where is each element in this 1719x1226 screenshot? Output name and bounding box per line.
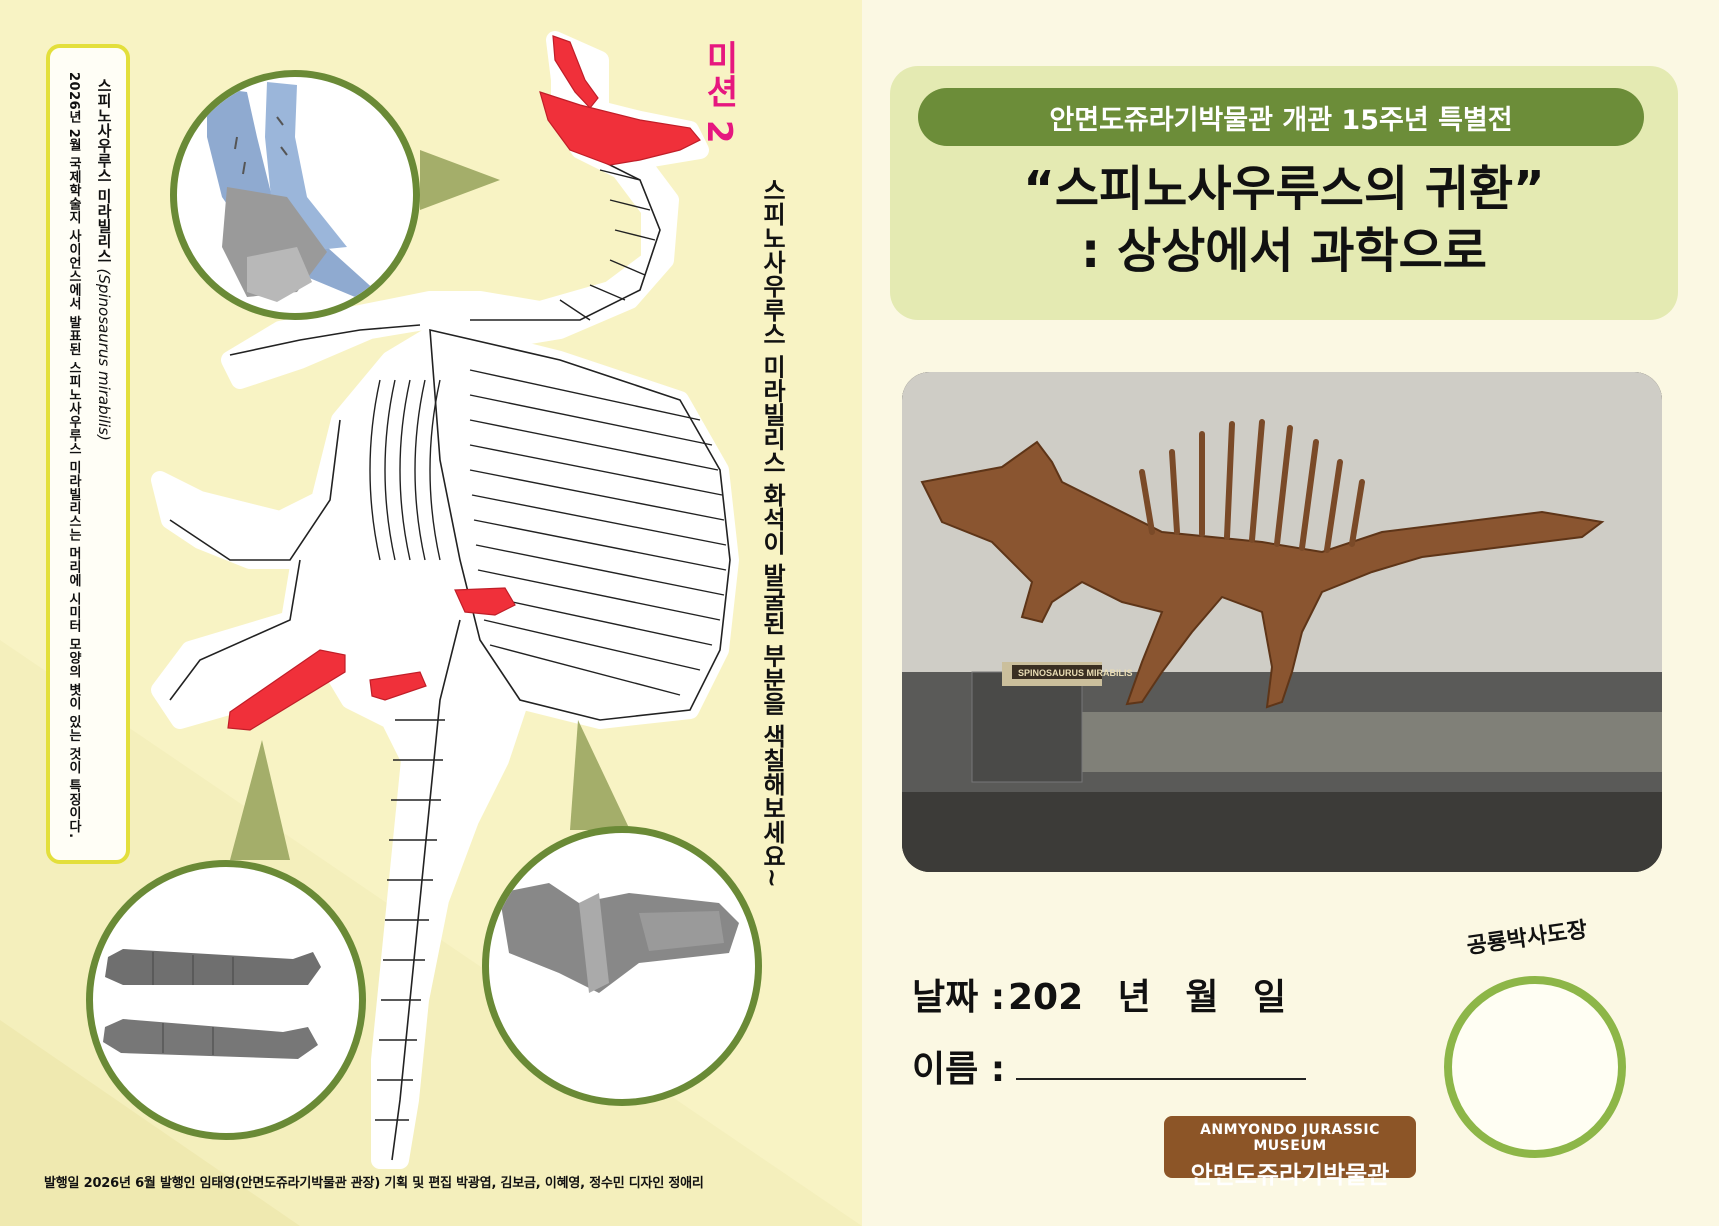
exhibit-photo: SPINOSAURUS MIRABILIS [902,372,1662,872]
mission-label: 미션 2 [699,40,739,144]
species-korean: 스피노사우루스 미라빌리스 [95,78,113,264]
species-description: 2026년 2월 국제학술지 사이언스에서 발표된 스피노사우루스 미라빌리스는… [66,72,81,839]
skeleton-illustration [151,31,739,1169]
info-box: 스피노사우루스 미라빌리스 (Spinosaurus mirabilis) 20… [46,44,130,864]
exhibition-subtitle: 안면도쥬라기박물관 개관 15주년 특별전 [918,88,1644,146]
publication-credits: 발행일 2026년 6월 발행인 임태영(안면도쥬라기박물관 관장) 기획 및 … [44,1176,704,1191]
name-label: 이름 : [912,1049,1006,1090]
stamp-circle [1444,976,1626,1158]
exhibition-title: “스피노사우루스의 귀환” : 상상에서 과학으로 [890,158,1678,282]
logo-korean: 안면도쥬라기박물관 [1190,1161,1390,1189]
date-field[interactable]: 202 년 월 일 [1008,977,1287,1018]
title-line-1: “스피노사우루스의 귀환” [1023,161,1545,217]
left-page: 스피노사우루스 미라빌리스 (Spinosaurus mirabilis) 20… [0,0,862,1226]
photo-sign-text: SPINOSAURUS MIRABILIS [1018,668,1133,678]
species-name: 스피노사우루스 미라빌리스 (Spinosaurus mirabilis) [94,78,115,441]
subtitle-text: 안면도쥬라기박물관 개관 15주년 특별전 [1049,104,1513,136]
pelvis-image [499,883,739,993]
leg-bone-fossil-photo [86,860,366,1140]
museum-logo: ANMYONDO JURASSIC MUSEUM 안면도쥬라기박물관 [1164,1116,1416,1189]
mission-instruction: 스피노사우루스 미라빌리스 화석이 발굴된 부분을 색칠해보세요~ [758,178,786,888]
logo-english: ANMYONDO JURASSIC MUSEUM [1200,1122,1380,1154]
species-latin: (Spinosaurus mirabilis) [95,268,113,441]
name-input-line[interactable] [1016,1078,1306,1080]
skull-fossil-photo [170,70,420,320]
leg-bone-image [103,949,321,1059]
pelvis-fossil-photo [482,826,762,1106]
skull-image [207,82,377,302]
title-line-2: : 상상에서 과학으로 [1081,223,1487,279]
spinosaurus-skeleton-photo: SPINOSAURUS MIRABILIS [902,372,1662,872]
date-label: 날짜 : [912,977,1006,1018]
